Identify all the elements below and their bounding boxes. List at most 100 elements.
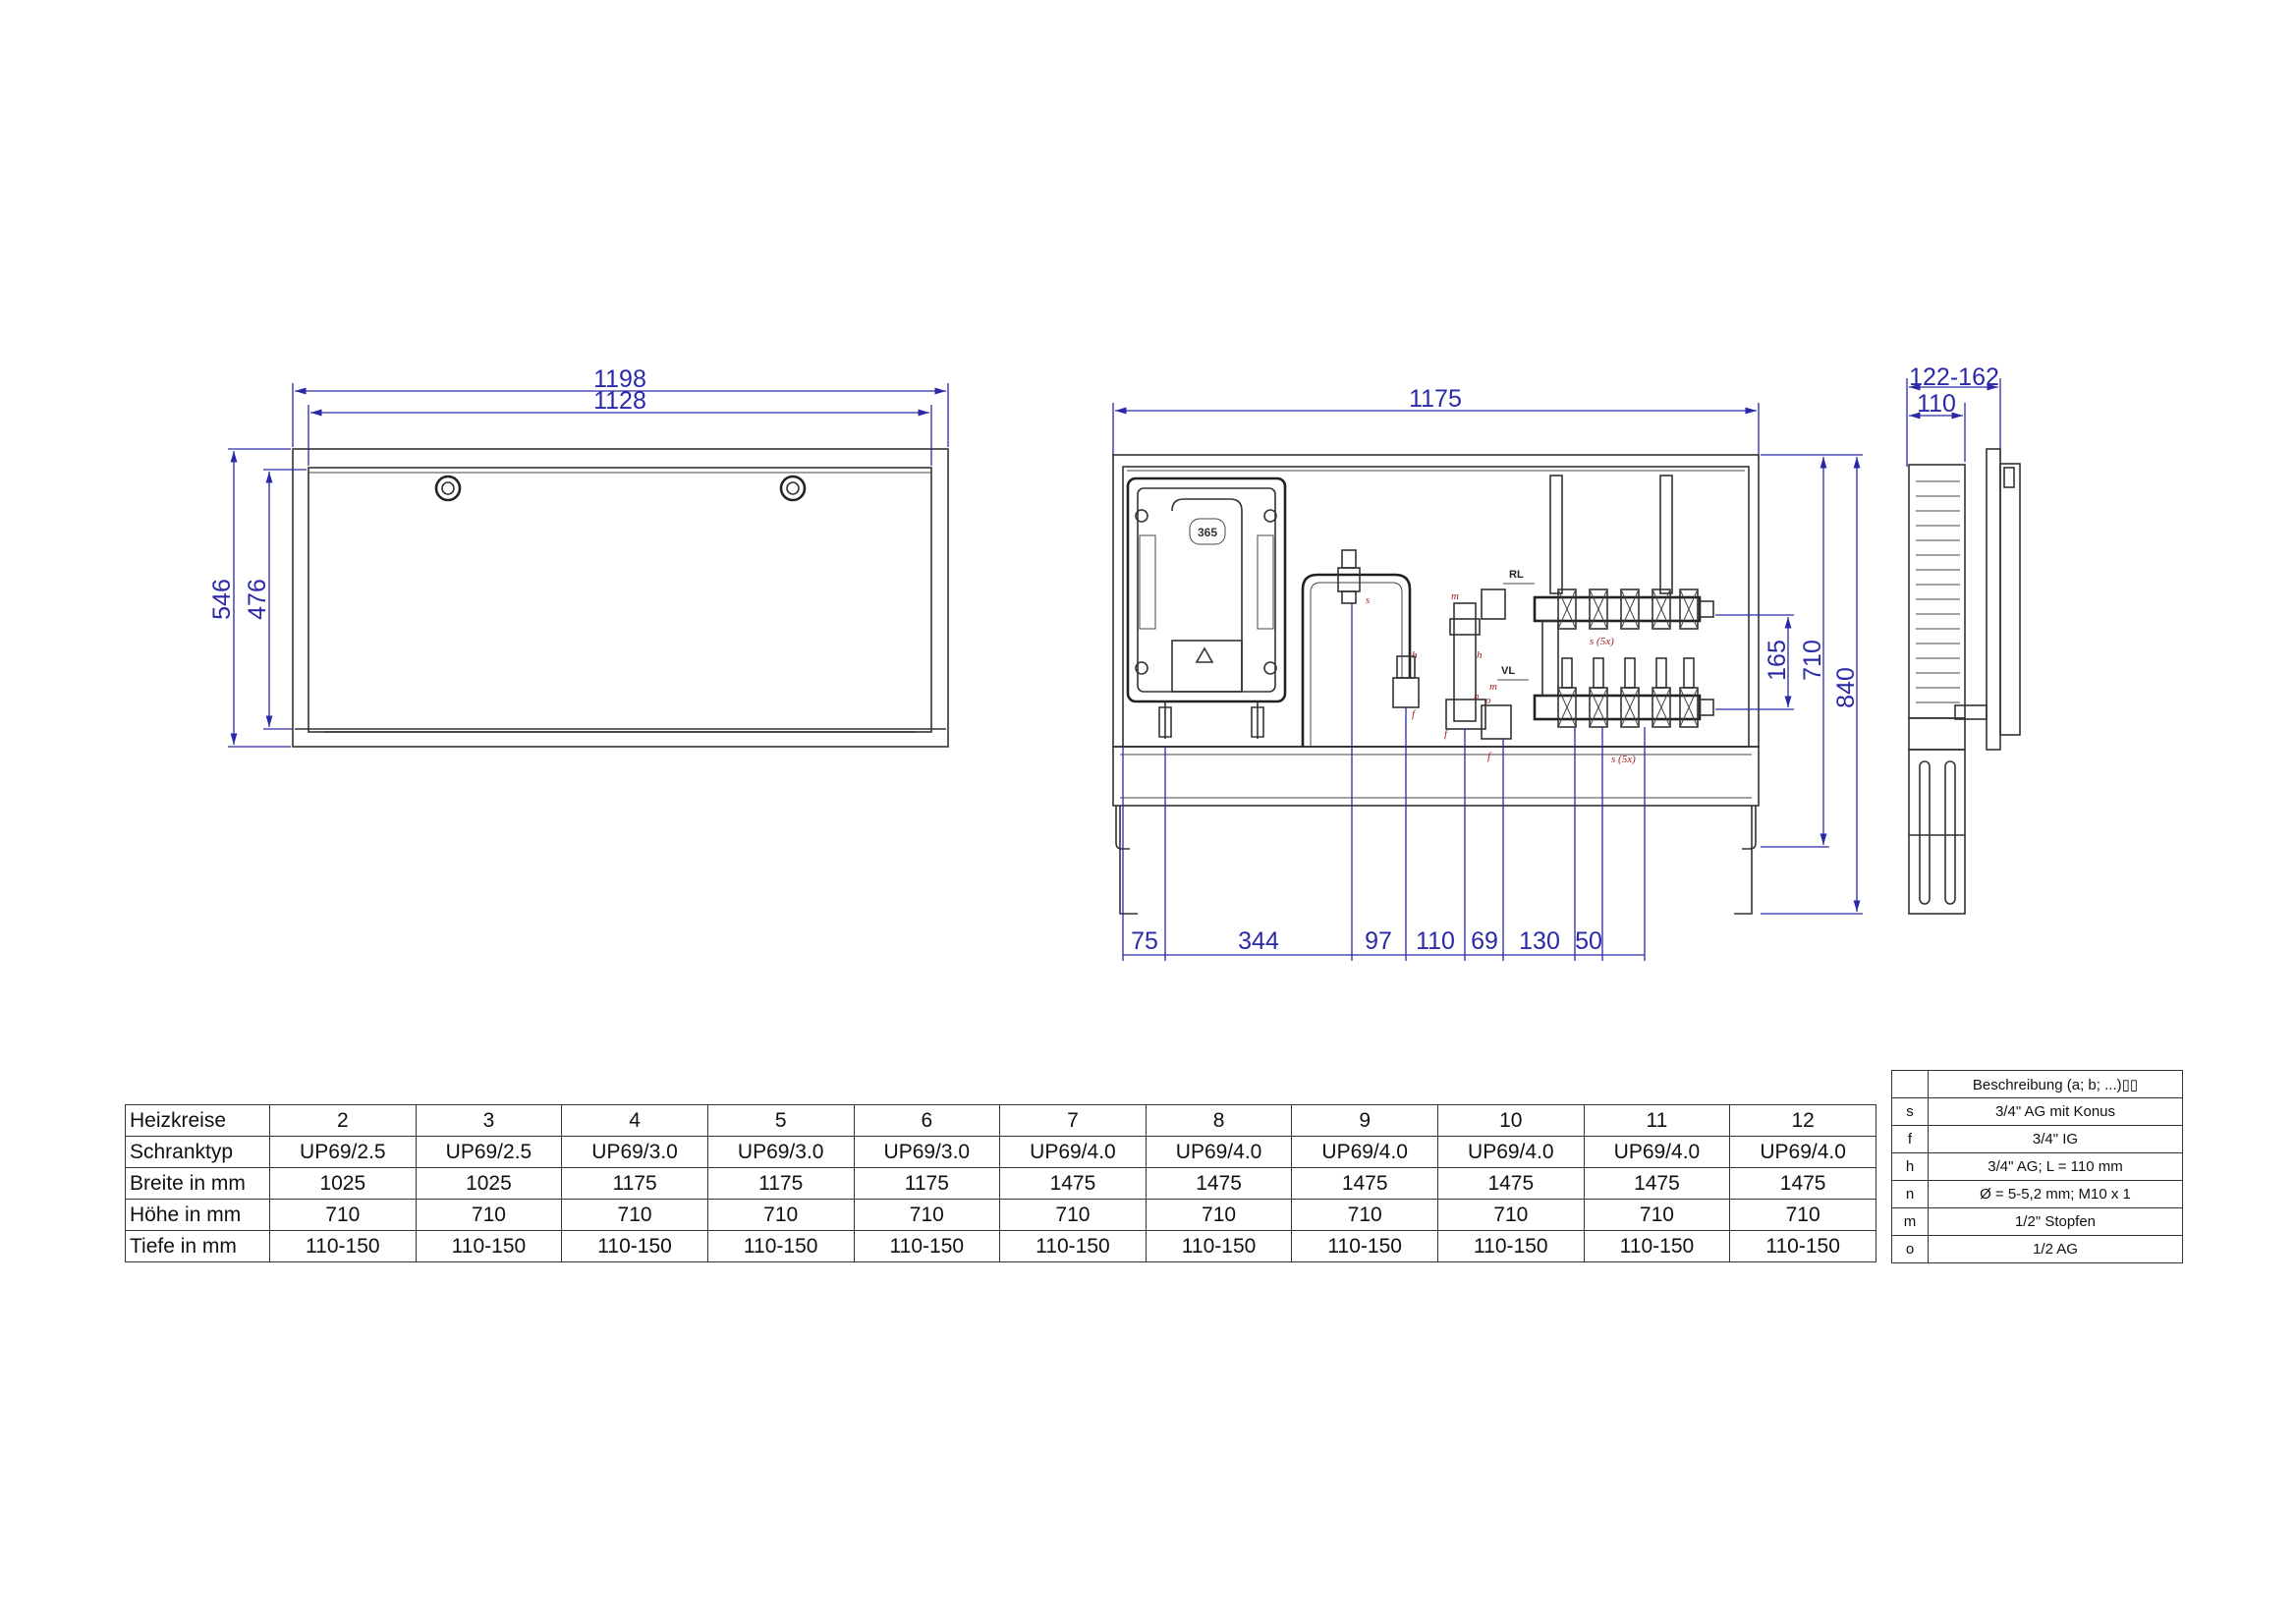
legend-key: o: [1891, 1235, 1929, 1263]
table-row: Höhe in mm 710 710 710 710 710 710 710 7…: [125, 1199, 1876, 1231]
table-cell: 110-150: [1291, 1230, 1438, 1262]
dim-outer-width: 1198: [593, 365, 646, 393]
legend-key: s: [1891, 1097, 1929, 1126]
table-cell: 110-150: [1437, 1230, 1585, 1262]
table-cell: UP69/4.0: [1145, 1136, 1293, 1168]
table-cell: 110-150: [561, 1230, 708, 1262]
legend-header: Beschreibung (a; b; ...)▯▯: [1928, 1070, 2183, 1098]
label-h-mixer: h: [1412, 649, 1418, 661]
dim-75: 75: [1131, 927, 1158, 955]
dim-130: 130: [1519, 927, 1560, 955]
legend-key: f: [1891, 1125, 1929, 1153]
legend-key: h: [1891, 1152, 1929, 1181]
table-cell: UP69/2.5: [269, 1136, 417, 1168]
row-header: Breite in mm: [125, 1167, 270, 1200]
legend-desc: 1/2" Stopfen: [1928, 1207, 2183, 1236]
table-cell: 1175: [853, 1167, 1001, 1200]
table-cell: UP69/3.0: [706, 1136, 855, 1168]
label-s5x-top: s (5x): [1590, 636, 1614, 647]
legend-header-row: Beschreibung (a; b; ...)▯▯: [1891, 1070, 2183, 1098]
legend-desc: 3/4" AG; L = 110 mm: [1928, 1152, 2183, 1181]
table-cell: UP69/4.0: [1437, 1136, 1585, 1168]
side-view: 122-162 110: [1906, 364, 2021, 915]
table-row: Schranktyp UP69/2.5 UP69/2.5 UP69/3.0 UP…: [125, 1136, 1876, 1168]
table-cell: 710: [706, 1199, 855, 1231]
table-cell: 7: [999, 1104, 1147, 1137]
door-lock-left: [434, 475, 462, 502]
table-cell: 4: [561, 1104, 708, 1137]
table-cell: UP69/3.0: [853, 1136, 1001, 1168]
cabinet-inner: [1122, 466, 1750, 748]
legend-key: n: [1891, 1180, 1929, 1208]
table-cell: 8: [1145, 1104, 1293, 1137]
open-view: 1175 365: [1112, 385, 1863, 961]
dim-344: 344: [1238, 927, 1279, 955]
table-cell: UP69/4.0: [1583, 1136, 1731, 1168]
label-s-mixer: s: [1366, 594, 1370, 606]
table-cell: 10: [1437, 1104, 1585, 1137]
dim-open-width: 1175: [1409, 385, 1462, 413]
row-header: Höhe in mm: [125, 1199, 270, 1231]
table-cell: 710: [999, 1199, 1147, 1231]
dim-97: 97: [1365, 927, 1392, 955]
legend-desc: Ø = 5-5,2 mm; M10 x 1: [1928, 1180, 2183, 1208]
dim-840: 840: [1832, 667, 1860, 708]
table-cell: 9: [1291, 1104, 1438, 1137]
table-cell: UP69/4.0: [1729, 1136, 1876, 1168]
table-cell: 1025: [269, 1167, 417, 1200]
flow-meters: [1561, 657, 1695, 689]
table-cell: 110-150: [1729, 1230, 1876, 1262]
table-cell: 1175: [706, 1167, 855, 1200]
table-cell: 2: [269, 1104, 417, 1137]
front-view-outer-frame: [292, 448, 949, 748]
legend-table: Beschreibung (a; b; ...)▯▯ s 3/4" AG mit…: [1891, 1070, 2183, 1263]
front-view: 1198 1128 546 476: [208, 365, 949, 748]
table-row: Heizkreise 2 3 4 5 6 7 8 9 10 11 12: [125, 1104, 1876, 1137]
dim-inner-width: 1128: [593, 387, 646, 415]
dim-69: 69: [1471, 927, 1498, 955]
row-header: Tiefe in mm: [125, 1230, 270, 1262]
legend-row: o 1/2 AG: [1891, 1235, 2183, 1263]
table-cell: 1475: [1729, 1167, 1876, 1200]
table-row: Breite in mm 1025 1025 1175 1175 1175 14…: [125, 1167, 1876, 1200]
table-cell: 110-150: [853, 1230, 1001, 1262]
table-row: Tiefe in mm 110-150 110-150 110-150 110-…: [125, 1230, 1876, 1262]
table-cell: 110-150: [415, 1230, 563, 1262]
upper-outlets: [1557, 588, 1699, 630]
label-m-top: m: [1451, 590, 1459, 602]
dim-outer-height: 546: [208, 579, 236, 620]
front-view-door: [308, 467, 932, 733]
table-cell: 110-150: [999, 1230, 1147, 1262]
table-cell: UP69/2.5: [415, 1136, 563, 1168]
label-f-group-1: f: [1444, 728, 1449, 740]
table-cell: 11: [1583, 1104, 1731, 1137]
table-cell: UP69/4.0: [999, 1136, 1147, 1168]
mixing-pipe: s h f: [1301, 549, 1420, 747]
table-cell: 1475: [1437, 1167, 1585, 1200]
legend-empty-cell: [1891, 1070, 1929, 1098]
dim-165: 165: [1764, 640, 1791, 681]
dim-inner-height: 476: [244, 579, 271, 620]
side-view-ribs: [1916, 480, 1960, 703]
table-cell: UP69/3.0: [561, 1136, 708, 1168]
table-cell: 710: [1437, 1199, 1585, 1231]
table-cell: 1475: [1583, 1167, 1731, 1200]
table-cell: UP69/4.0: [1291, 1136, 1438, 1168]
dim-710: 710: [1799, 640, 1826, 681]
lower-outlets: [1557, 687, 1699, 728]
table-cell: 110-150: [1583, 1230, 1731, 1262]
row-header: Heizkreise: [125, 1104, 270, 1137]
label-m-bottom: m: [1489, 681, 1497, 693]
legend-row: h 3/4" AG; L = 110 mm: [1891, 1152, 2183, 1181]
legend-desc: 1/2 AG: [1928, 1235, 2183, 1263]
table-cell: 710: [1583, 1199, 1731, 1231]
door-lock-right: [779, 475, 807, 502]
table-cell: 710: [1145, 1199, 1293, 1231]
label-rl: RL: [1509, 569, 1524, 581]
label-vl: VL: [1501, 665, 1515, 677]
row-header: Schranktyp: [125, 1136, 270, 1168]
table-cell: 110-150: [1145, 1230, 1293, 1262]
legend-row: n Ø = 5-5,2 mm; M10 x 1: [1891, 1180, 2183, 1208]
base-panel: [1112, 746, 1760, 807]
table-cell: 1475: [999, 1167, 1147, 1200]
